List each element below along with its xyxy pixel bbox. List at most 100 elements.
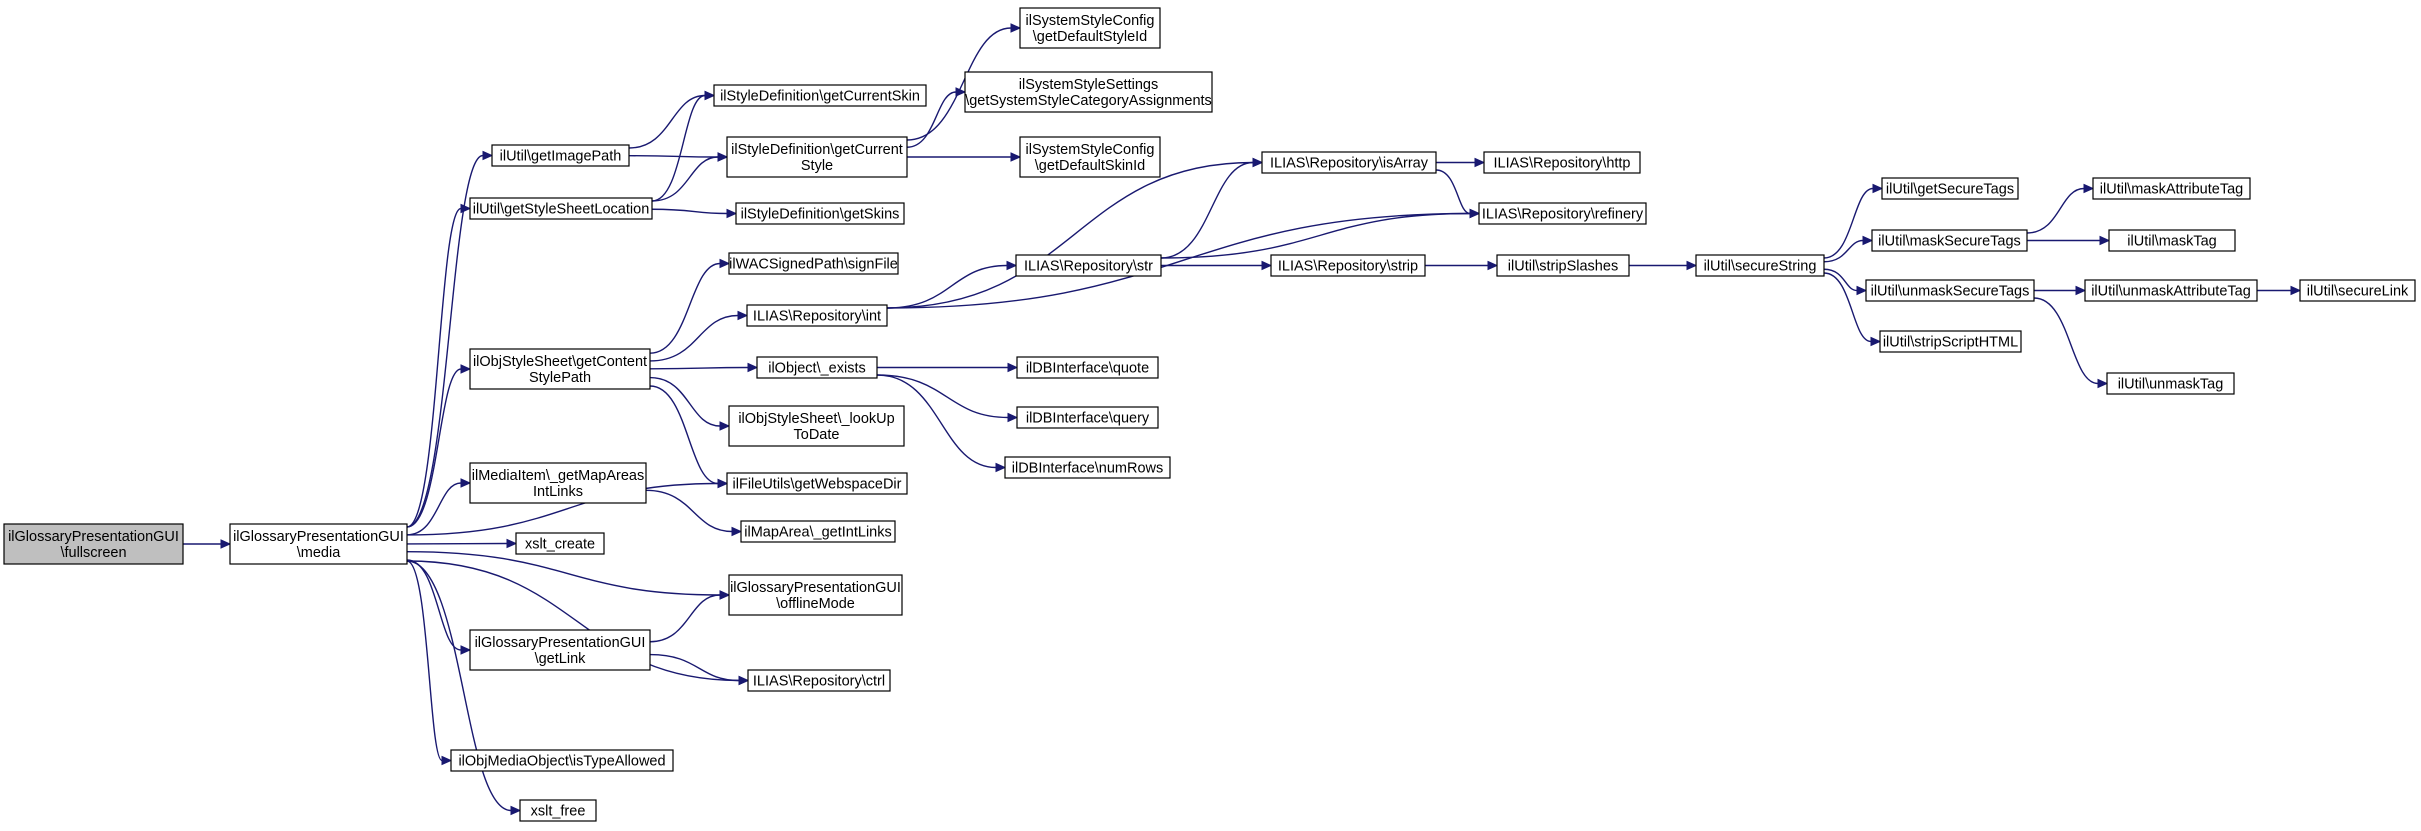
node-num-rows[interactable]: ilDBInterface\numRows — [1004, 456, 1171, 479]
node-label: ILIAS\Repository\isArray — [1270, 156, 1429, 172]
edge-media-to-is-type-allowed — [406, 560, 443, 762]
edge-get-image-path-to-get-current-style — [628, 155, 719, 158]
node-label: ilObject\_exists — [768, 361, 866, 377]
arrowhead — [1686, 260, 1698, 271]
node-fullscreen[interactable]: ilGlossaryPresentationGUI\fullscreen — [3, 523, 184, 565]
edge-int-to-refinery — [886, 212, 1471, 309]
node-str[interactable]: ILIAS\Repository\str — [1015, 254, 1162, 277]
node-label: ilUtil\getStyleSheetLocation — [473, 202, 650, 218]
node-quote[interactable]: ilDBInterface\quote — [1016, 356, 1159, 379]
node-strip[interactable]: ILIAS\Repository\strip — [1270, 254, 1426, 277]
node-unmask-secure-tags[interactable]: ilUtil\unmaskSecureTags — [1865, 279, 2035, 302]
edge-get-content-style-path-to-int — [649, 314, 739, 362]
node-label: \fullscreen — [60, 545, 126, 561]
node-box — [726, 472, 908, 495]
node-int[interactable]: ILIAS\Repository\int — [746, 304, 888, 327]
arrowhead — [2290, 285, 2302, 296]
node-label: ilUtil\getImagePath — [500, 149, 622, 165]
node-box — [1881, 177, 2019, 200]
node-label: ilGlossaryPresentationGUI — [233, 529, 404, 545]
node-xslt-free[interactable]: xslt_free — [519, 799, 597, 822]
node-get-default-style-id[interactable]: ilSystemStyleConfig\getDefaultStyleId — [1019, 7, 1161, 49]
node-secure-link[interactable]: ilUtil\secureLink — [2299, 279, 2416, 302]
node-box — [469, 348, 651, 390]
node-label: Style — [801, 158, 833, 174]
node-label: ilUtil\unmaskSecureTags — [1871, 284, 2030, 300]
node-ctrl[interactable]: ILIAS\Repository\ctrl — [747, 669, 891, 692]
node-query[interactable]: ilDBInterface\query — [1016, 406, 1159, 429]
node-get-link[interactable]: ilGlossaryPresentationGUI\getLink — [469, 629, 651, 671]
node-label: ilGlossaryPresentationGUI — [475, 635, 646, 651]
node-get-current-skin[interactable]: ilStyleDefinition\getCurrentSkin — [713, 84, 927, 107]
edge-get-current-style-to-get-system-style-category-assignments — [906, 91, 957, 148]
edge-get-link-to-offline-mode — [649, 594, 721, 643]
arrowhead — [441, 755, 453, 766]
node-get-webspace-dir[interactable]: ilFileUtils\getWebspaceDir — [726, 472, 908, 495]
node-get-style-sheet-location[interactable]: ilUtil\getStyleSheetLocation — [469, 197, 653, 220]
edge-secure-string-to-strip-script-html — [1823, 272, 1872, 343]
edge-exists-to-num-rows — [876, 374, 997, 469]
node-label: ilMediaItem\_getMapAreas — [472, 468, 644, 484]
node-mask-attribute-tag[interactable]: ilUtil\maskAttributeTag — [2092, 177, 2251, 200]
edge-get-style-sheet-location-to-get-skins — [651, 208, 728, 215]
node-get-default-skin-id[interactable]: ilSystemStyleConfig\getDefaultSkinId — [1019, 136, 1161, 178]
arrowhead — [1007, 412, 1019, 423]
node-http[interactable]: ILIAS\Repository\http — [1483, 151, 1641, 174]
node-label: ilUtil\maskTag — [2127, 234, 2216, 250]
node-label: ilSystemStyleSettings — [1019, 77, 1158, 93]
node-refinery[interactable]: ILIAS\Repository\refinery — [1478, 202, 1647, 225]
node-media[interactable]: ilGlossaryPresentationGUI\media — [229, 523, 408, 565]
edge-str-to-refinery — [1160, 212, 1471, 259]
node-box — [713, 84, 927, 107]
arrowhead — [719, 421, 731, 431]
edge-get-map-areas-int-links-to-get-int-links — [645, 489, 733, 533]
node-box — [728, 405, 905, 447]
arrowhead — [460, 364, 472, 374]
node-label: ILIAS\Repository\http — [1493, 156, 1630, 172]
node-mask-tag[interactable]: ilUtil\maskTag — [2108, 229, 2236, 252]
node-box — [1004, 456, 1171, 479]
arrowhead — [460, 478, 472, 488]
node-exists[interactable]: ilObject\_exists — [756, 356, 878, 379]
arrowhead — [1006, 260, 1018, 271]
node-is-type-allowed[interactable]: ilObjMediaObject\isTypeAllowed — [450, 749, 674, 772]
node-box — [1496, 254, 1630, 277]
node-label: \offlineMode — [776, 596, 855, 612]
node-get-skins[interactable]: ilStyleDefinition\getSkins — [735, 202, 905, 225]
node-xslt-create[interactable]: xslt_create — [515, 532, 605, 555]
node-get-system-style-category-assignments[interactable]: ilSystemStyleSettings\getSystemStyleCate… — [964, 71, 1213, 113]
arrowhead — [719, 590, 731, 600]
edge-int-to-is-array — [886, 161, 1254, 309]
node-unmask-tag[interactable]: ilUtil\unmaskTag — [2106, 372, 2235, 395]
node-strip-slashes[interactable]: ilUtil\stripSlashes — [1496, 254, 1630, 277]
edge-get-content-style-path-to-exists — [649, 366, 749, 370]
edge-media-to-get-image-path — [406, 154, 484, 528]
arrowhead — [726, 208, 738, 219]
node-sign-file[interactable]: ilWACSignedPath\signFile — [728, 252, 899, 275]
node-is-array[interactable]: ILIAS\Repository\isArray — [1261, 151, 1437, 174]
node-box — [735, 202, 905, 225]
arrowhead — [731, 526, 743, 537]
node-get-int-links[interactable]: ilMapArea\_getIntLinks — [740, 520, 896, 543]
node-label: ilUtil\stripScriptHTML — [1883, 335, 2018, 351]
node-secure-string[interactable]: ilUtil\secureString — [1695, 254, 1825, 277]
node-label: ilDBInterface\quote — [1026, 361, 1149, 377]
edge-int-to-str — [886, 264, 1008, 309]
node-mask-secure-tags[interactable]: ilUtil\maskSecureTags — [1871, 229, 2028, 252]
node-get-secure-tags[interactable]: ilUtil\getSecureTags — [1881, 177, 2019, 200]
node-unmask-attribute-tag[interactable]: ilUtil\unmaskAttributeTag — [2084, 279, 2258, 302]
node-strip-script-html[interactable]: ilUtil\stripScriptHTML — [1879, 330, 2022, 353]
node-offline-mode[interactable]: ilGlossaryPresentationGUI\offlineMode — [728, 574, 903, 616]
edge-get-image-path-to-get-current-skin — [628, 94, 706, 149]
node-label: ILIAS\Repository\ctrl — [753, 674, 885, 690]
edge-media-to-get-style-sheet-location — [406, 207, 462, 528]
arrowhead — [2097, 378, 2109, 389]
node-get-image-path[interactable]: ilUtil\getImagePath — [491, 144, 630, 167]
node-box — [229, 523, 408, 565]
arrowhead — [2075, 285, 2087, 296]
